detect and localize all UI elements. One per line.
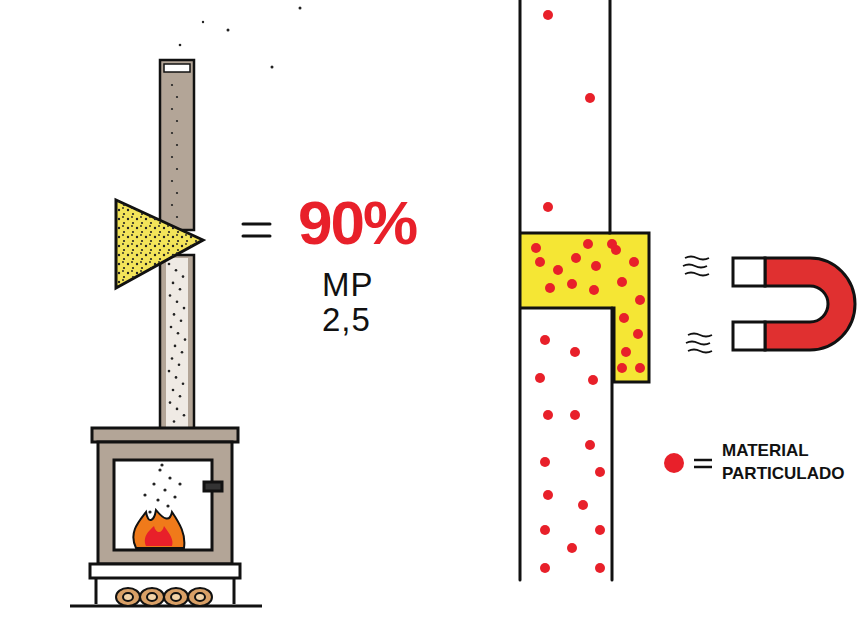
equals-sign — [243, 224, 270, 236]
filter-triangle — [116, 200, 203, 288]
particle-size-label: MP 2,5 — [322, 268, 392, 337]
magnetic-waves — [683, 257, 712, 353]
magnet — [733, 258, 855, 350]
stove-particles — [143, 463, 181, 513]
legend-entry: MATERIAL PARTICULADO — [664, 440, 862, 486]
equals-sign — [692, 456, 714, 470]
fire — [133, 510, 184, 548]
particles — [531, 10, 645, 573]
percentage-value: 90% — [298, 190, 416, 255]
firewood-logs — [116, 588, 212, 606]
legend-swatch — [664, 453, 684, 473]
legend-text: MATERIAL PARTICULADO — [722, 440, 862, 486]
stove — [70, 428, 262, 606]
smoke-dots — [179, 7, 302, 69]
duct-walls — [520, 0, 649, 580]
